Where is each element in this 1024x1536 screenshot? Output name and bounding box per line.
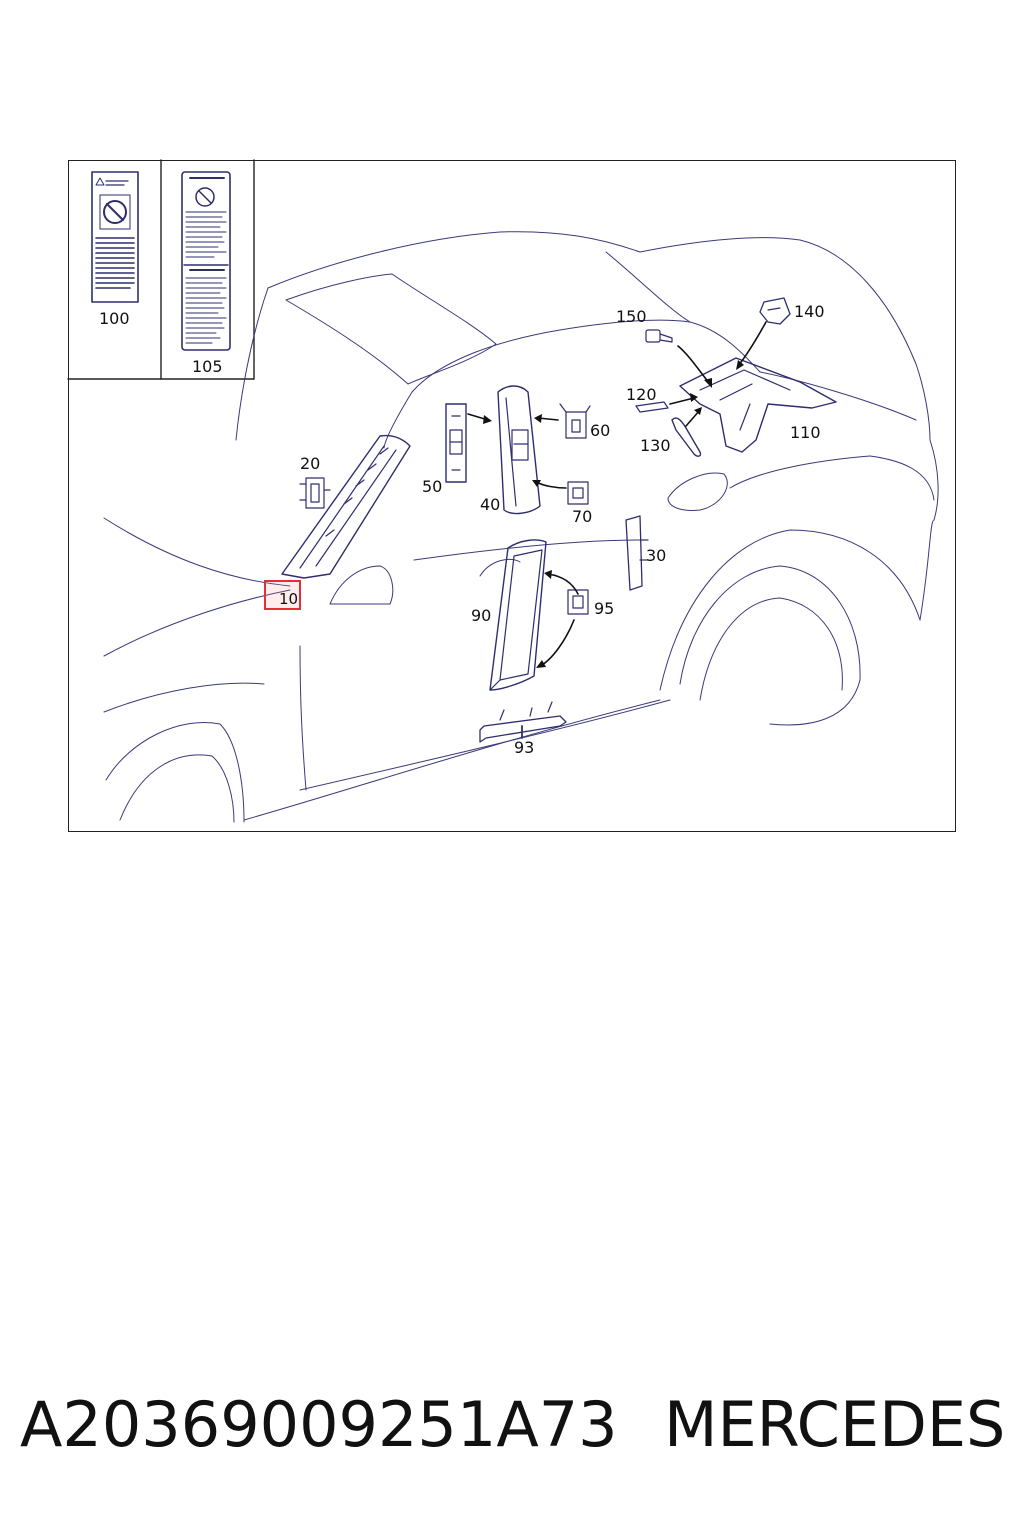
callout-105: 105 <box>192 357 223 376</box>
part-93-bracket <box>479 701 567 743</box>
part-number: A20369009251A73 <box>20 1388 618 1461</box>
warning-label-105 <box>181 171 231 351</box>
callout-20: 20 <box>300 454 321 473</box>
part-130-seal <box>671 417 702 457</box>
callout-90: 90 <box>471 606 492 625</box>
callout-30: 30 <box>646 546 667 565</box>
callout-120: 120 <box>626 385 657 404</box>
callout-60: 60 <box>590 421 611 440</box>
callout-130: 130 <box>640 436 671 455</box>
callout-95: 95 <box>594 599 615 618</box>
part-30-strip <box>625 515 649 591</box>
callout-70: 70 <box>572 507 593 526</box>
diagram-frame <box>68 160 956 832</box>
callout-50: 50 <box>422 477 443 496</box>
part-110-c-pillar-trim <box>679 357 837 453</box>
callout-40: 40 <box>480 495 501 514</box>
car-body-outline <box>103 231 939 823</box>
highlighted-callout-box <box>264 580 301 610</box>
part-20-clip <box>299 477 331 509</box>
arrows <box>467 321 767 668</box>
callout-100: 100 <box>99 309 130 328</box>
callout-10: 10 <box>279 590 299 608</box>
warning-label-100 <box>91 171 139 303</box>
part-10-a-pillar-trim <box>281 434 411 579</box>
part-150-bolt <box>645 329 673 343</box>
part-90-lower-trim <box>489 539 547 691</box>
part-60-clip <box>559 403 591 439</box>
part-50-cover <box>445 403 467 483</box>
part-120-bracket <box>635 401 669 413</box>
callout-93: 93 <box>514 738 535 757</box>
callout-150: 150 <box>616 307 647 326</box>
callout-140: 140 <box>794 302 825 321</box>
part-140-clip <box>759 297 791 325</box>
part-40-b-pillar-trim <box>497 385 541 515</box>
callout-110: 110 <box>790 423 821 442</box>
brand-name: MERCEDES <box>664 1388 1006 1461</box>
part-70-clip <box>567 481 589 505</box>
part-95-clip <box>567 589 589 615</box>
label-panel-dividers <box>67 159 255 380</box>
